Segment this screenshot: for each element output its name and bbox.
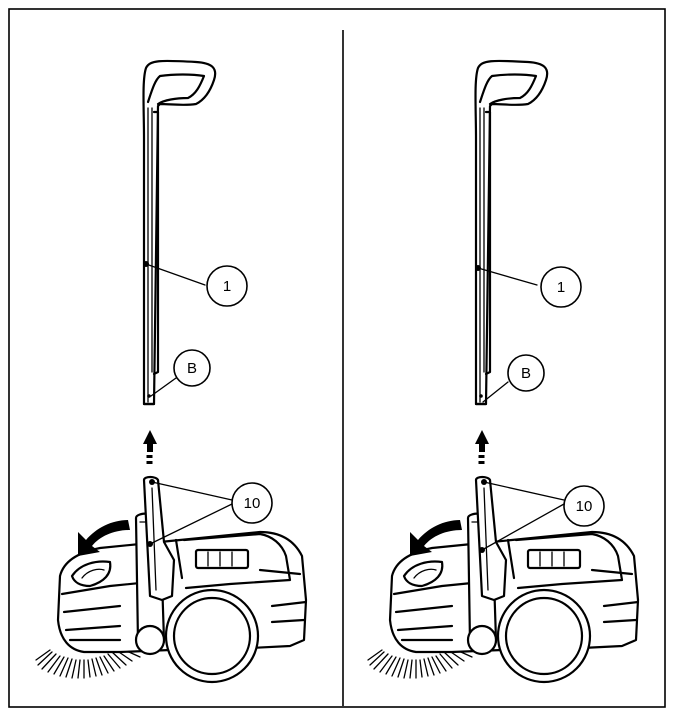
callout-label-b: B — [187, 360, 197, 377]
callout-circle-10 — [563, 485, 605, 527]
callout-circle-1 — [206, 265, 248, 307]
panel-right: 1 B 10 — [366, 59, 640, 684]
callout-circle-b — [507, 354, 545, 392]
callout-circle-b — [173, 349, 211, 387]
callout-label-1: 1 — [223, 278, 231, 295]
callout-label-10: 10 — [576, 498, 593, 515]
callout-circle-10 — [231, 482, 273, 524]
callout-label-10: 10 — [244, 495, 261, 512]
panel-left: 1 B 10 — [34, 59, 308, 684]
callout-circle-1 — [540, 266, 582, 308]
callout-label-1: 1 — [557, 279, 565, 296]
callout-label-b: B — [521, 365, 531, 382]
